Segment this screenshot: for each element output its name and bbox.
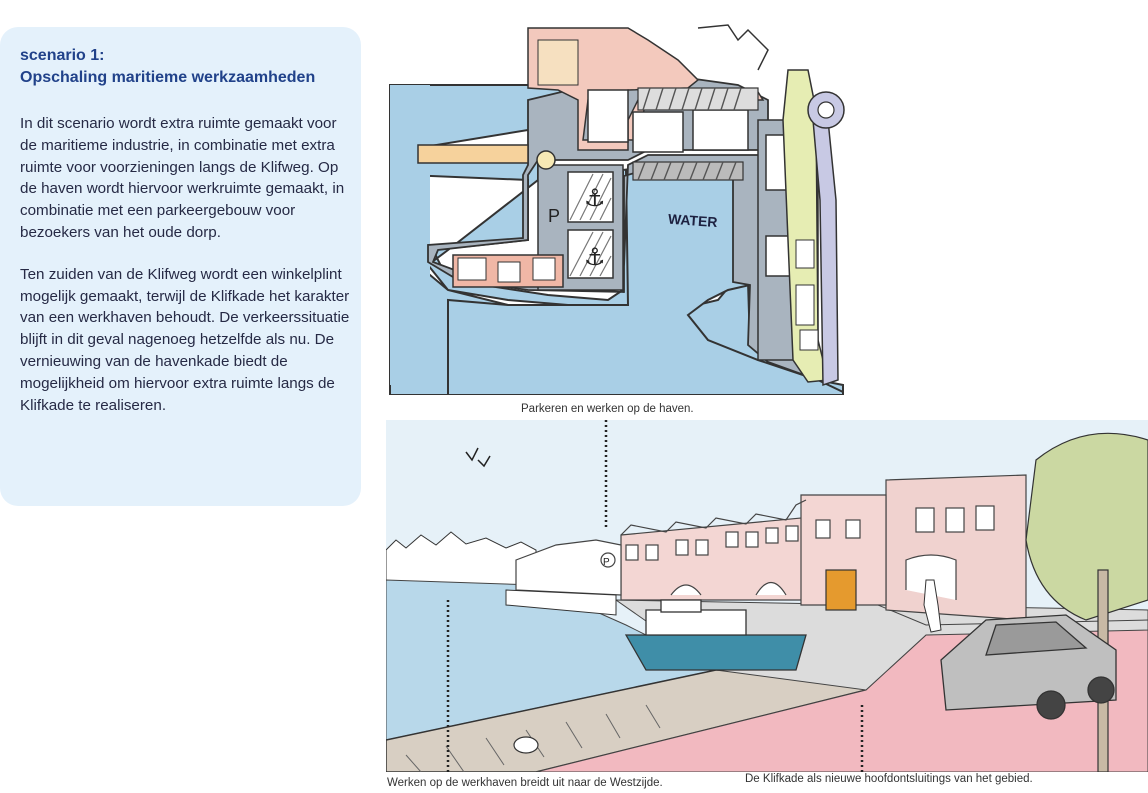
scene-person <box>923 579 942 633</box>
left-caption: Werken op de werkhaven breidt uit naar d… <box>387 777 663 789</box>
map-orange-strip <box>417 144 529 164</box>
scene-forklift <box>825 569 857 611</box>
map-parking-label: P <box>548 206 560 226</box>
scenario-title: Opschaling maritieme werkzaamheden <box>20 69 316 86</box>
scene-parking-sign: P <box>603 557 610 568</box>
map-white-building-2 <box>632 111 684 153</box>
map-green-strip <box>782 69 829 383</box>
map-water-label: WATER <box>667 211 718 230</box>
map-caption: Parkeren en werken op de haven. <box>521 403 694 415</box>
scene-bollard <box>513 736 539 754</box>
scenario-heading: scenario 1: Opschaling maritieme werkzaa… <box>20 45 315 89</box>
map-anchor-icon-2: ⚓ <box>584 244 606 271</box>
scene-boat <box>624 599 807 671</box>
map-anchor-icon-1: ⚓ <box>584 185 606 212</box>
right-caption: De Klifkade als nieuwe hoofdontsluitings… <box>745 773 1033 785</box>
harbour-scene: P <box>386 420 1148 772</box>
paragraph-2: Ten zuiden van de Klifweg wordt een wink… <box>20 265 350 414</box>
scenario-number: scenario 1: <box>20 47 105 64</box>
scenario-panel: scenario 1: Opschaling maritieme werkzaa… <box>0 27 361 506</box>
scene-birds-icon <box>465 447 491 468</box>
map-roundabout-west <box>536 150 556 170</box>
map-white-building-3 <box>692 109 749 151</box>
scene-car <box>940 614 1117 720</box>
scene-buildings <box>620 474 1027 621</box>
map-hatched-strip-2 <box>632 161 744 181</box>
harbour-map: ⚓ ⚓ P WATER <box>389 24 845 395</box>
paragraph-1: In dit scenario wordt extra ruimte gemaa… <box>20 115 345 241</box>
scenario-body: In dit scenario wordt extra ruimte gemaa… <box>20 113 350 436</box>
map-white-building-1 <box>587 89 629 143</box>
